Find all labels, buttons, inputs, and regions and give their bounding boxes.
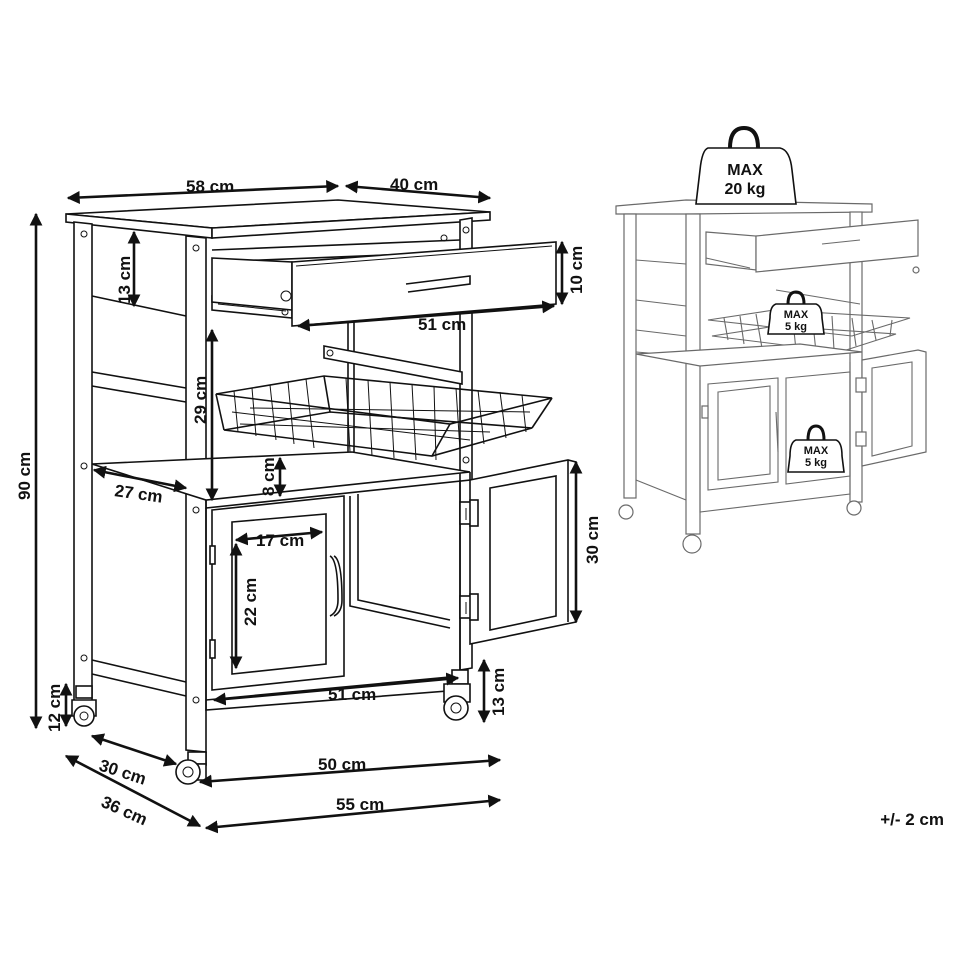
dimension-labels: 58 cm 40 cm 90 cm 13 cm 10 cm 51 cm 29 c… <box>15 175 602 829</box>
label-overall-depth: 36 cm <box>98 792 150 829</box>
load-cart-drawing <box>615 199 927 554</box>
cabinet-load-line1: MAX <box>804 445 829 457</box>
weight-icon: MAX 5 kg <box>787 424 845 473</box>
label-top-width: 58 cm <box>186 177 234 196</box>
label-drawer-height: 10 cm <box>567 246 586 294</box>
label-total-height: 90 cm <box>15 452 34 500</box>
label-door-panel-width: 17 cm <box>256 531 304 550</box>
label-top-depth: 40 cm <box>390 175 438 194</box>
label-overall-width: 55 cm <box>336 795 384 814</box>
label-drawer-width: 51 cm <box>418 315 466 334</box>
label-basket-clearance: 8 cm <box>259 457 278 496</box>
top-load-line2: 20 kg <box>725 181 766 198</box>
basket-load-line2: 5 kg <box>785 321 807 333</box>
hinge-icon <box>459 593 479 621</box>
caster-icon <box>71 685 97 727</box>
hinge-icon <box>459 499 479 527</box>
top-load-line1: MAX <box>727 162 763 179</box>
weight-icon: MAX 5 kg <box>767 290 825 335</box>
caster-icon <box>175 751 207 785</box>
label-inner-depth: 30 cm <box>97 756 149 789</box>
label-door-panel-height: 22 cm <box>241 578 260 626</box>
label-bottom-clearance-right: 13 cm <box>489 668 508 716</box>
weight-icon: MAX 20 kg <box>695 125 797 205</box>
tolerance-note: +/- 2 cm <box>880 810 944 829</box>
label-basket-gap-height: 29 cm <box>191 376 210 424</box>
label-drawer-zone-height: 13 cm <box>115 256 134 304</box>
dimension-arrows <box>29 180 583 834</box>
cabinet-load-line2: 5 kg <box>805 457 827 469</box>
basket-load-line1: MAX <box>784 309 809 321</box>
label-cabinet-inner-width: 51 cm <box>328 685 376 704</box>
label-door-height: 30 cm <box>583 516 602 564</box>
label-bottom-clearance-left: 12 cm <box>45 684 64 732</box>
label-inner-width: 50 cm <box>318 755 366 774</box>
